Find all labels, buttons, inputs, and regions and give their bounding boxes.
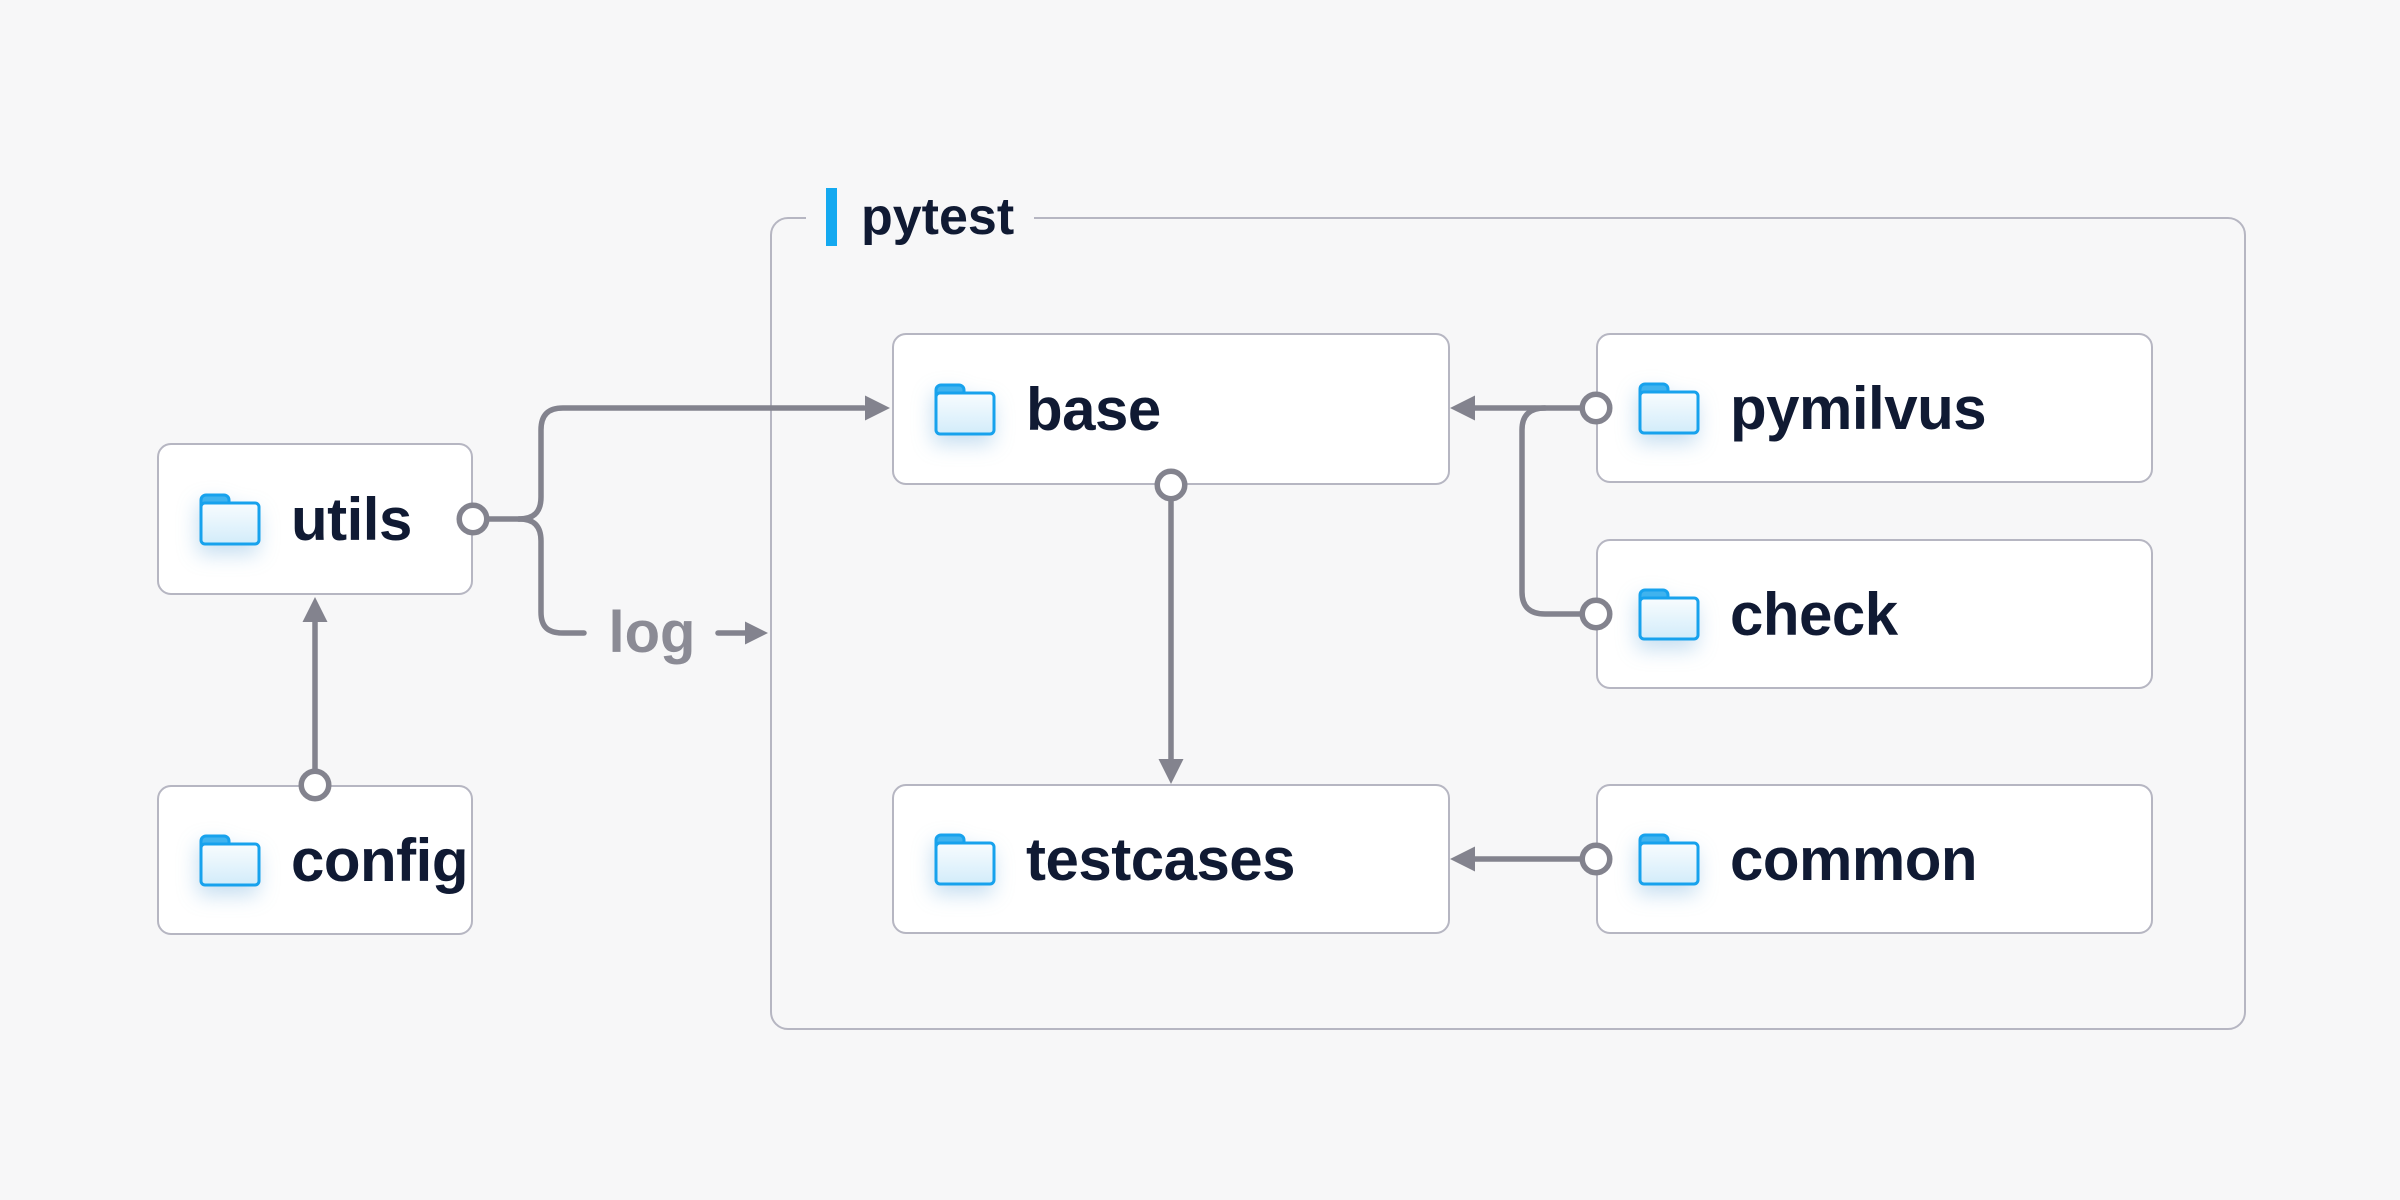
node-pymilvus: pymilvus (1596, 333, 2153, 483)
node-label: base (1026, 375, 1161, 443)
node-base: base (892, 333, 1450, 485)
folder-icon (199, 493, 261, 546)
node-testcases: testcases (892, 784, 1450, 934)
edge-utils-log (516, 516, 587, 636)
accent-bar (826, 188, 837, 246)
pytest-group-title: pytest (806, 186, 1035, 248)
node-label: pymilvus (1730, 374, 1987, 442)
folder-icon (934, 383, 996, 436)
node-config: config (157, 785, 473, 935)
folder-icon (1638, 588, 1700, 641)
folder-icon (199, 834, 261, 887)
node-label: utils (291, 485, 412, 553)
arrowhead-log (745, 621, 768, 645)
group-title-label: pytest (861, 188, 1015, 246)
node-label: testcases (1026, 825, 1296, 893)
node-common: common (1596, 784, 2153, 934)
folder-icon (934, 833, 996, 886)
node-label: config (291, 826, 468, 894)
node-label: check (1730, 580, 1898, 648)
node-utils: utils (157, 443, 473, 595)
node-check: check (1596, 539, 2153, 689)
folder-icon (1638, 382, 1700, 435)
pytest-group-container (770, 217, 2246, 1030)
arrowhead-into-utils-bottom (302, 597, 328, 622)
edge-label-log: log (608, 600, 696, 665)
node-label: common (1730, 825, 1978, 893)
folder-icon (1638, 833, 1700, 886)
